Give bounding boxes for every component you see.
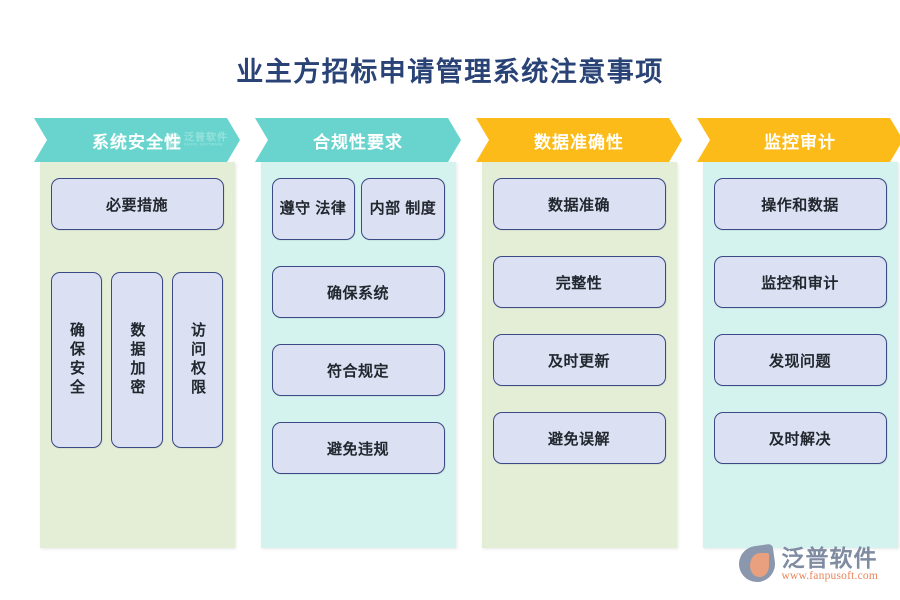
column-banner-compliance: 合规性要求	[255, 118, 461, 162]
banner-label: 合规性要求	[313, 132, 403, 152]
node-box[interactable]: 确保安全	[50, 272, 103, 448]
column-panel-system-security: 必要措施 确保安全 数据加密 访问权限	[39, 162, 235, 548]
banner-label: 系统安全性	[92, 132, 182, 152]
brand-name: 泛普软件	[781, 544, 878, 571]
fanpu-logo-icon	[737, 543, 778, 585]
column-banner-system-security: 系统安全性 泛普软件 FANPU SOFTWARE	[34, 118, 240, 162]
banner-label: 数据准确性	[534, 132, 624, 152]
column-panel-monitoring-audit: 操作和数据 监控和审计 发现问题 及时解决	[702, 162, 898, 548]
column-banner-data-accuracy: 数据准确性	[476, 118, 682, 162]
node-box[interactable]: 数据加密	[111, 272, 163, 448]
node-box[interactable]: 操作和数据	[713, 178, 887, 230]
brand-url: www.fanpusoft.com	[781, 569, 878, 582]
spacer	[272, 240, 445, 266]
column-system-security: 系统安全性 泛普软件 FANPU SOFTWARE 必要措施 确保安全 数据加密…	[34, 118, 240, 548]
node-box[interactable]: 必要措施	[50, 178, 224, 230]
node-box[interactable]: 监控和审计	[713, 256, 887, 308]
column-compliance: 合规性要求 遵守 法律 内部 制度 确保系统 符合规定 避免违规	[255, 118, 461, 548]
column-panel-compliance: 遵守 法律 内部 制度 确保系统 符合规定 避免违规	[260, 162, 456, 548]
spacer	[272, 396, 445, 422]
node-box[interactable]: 访问权限	[171, 272, 224, 448]
node-box[interactable]: 及时解决	[713, 412, 887, 464]
spacer	[272, 318, 445, 344]
spacer	[493, 230, 666, 256]
node-box[interactable]: 发现问题	[713, 334, 887, 386]
node-box[interactable]: 及时更新	[492, 334, 666, 386]
spacer	[51, 230, 224, 272]
spacer	[493, 386, 666, 412]
node-box[interactable]: 避免违规	[271, 422, 445, 474]
page-title: 业主方招标申请管理系统注意事项	[236, 57, 664, 87]
node-box[interactable]: 避免误解	[492, 412, 666, 464]
spacer	[714, 386, 887, 412]
node-box[interactable]: 确保系统	[271, 266, 445, 318]
watermark-name: 泛普软件	[184, 132, 228, 144]
diagram-columns: 系统安全性 泛普软件 FANPU SOFTWARE 必要措施 确保安全 数据加密…	[34, 118, 900, 548]
node-row: 遵守 法律 内部 制度	[271, 178, 445, 240]
node-box[interactable]: 完整性	[492, 256, 666, 308]
brand-logo: 泛普软件 www.fanpusoft.com	[737, 543, 878, 585]
node-box[interactable]: 数据准确	[492, 178, 666, 230]
column-panel-data-accuracy: 数据准确 完整性 及时更新 避免误解	[481, 162, 677, 548]
banner-label: 监控审计	[764, 132, 836, 152]
column-banner-monitoring-audit: 监控审计	[697, 118, 900, 162]
node-row: 确保安全 数据加密 访问权限	[50, 272, 224, 448]
spacer	[714, 308, 887, 334]
column-data-accuracy: 数据准确性 数据准确 完整性 及时更新 避免误解	[476, 118, 682, 548]
watermark-subtitle: FANPU SOFTWARE	[184, 142, 224, 147]
node-box[interactable]: 符合规定	[271, 344, 445, 396]
column-monitoring-audit: 监控审计 操作和数据 监控和审计 发现问题 及时解决	[697, 118, 900, 548]
spacer	[714, 230, 887, 256]
spacer	[493, 308, 666, 334]
node-box[interactable]: 遵守 法律	[271, 178, 355, 240]
node-box[interactable]: 内部 制度	[361, 178, 445, 240]
